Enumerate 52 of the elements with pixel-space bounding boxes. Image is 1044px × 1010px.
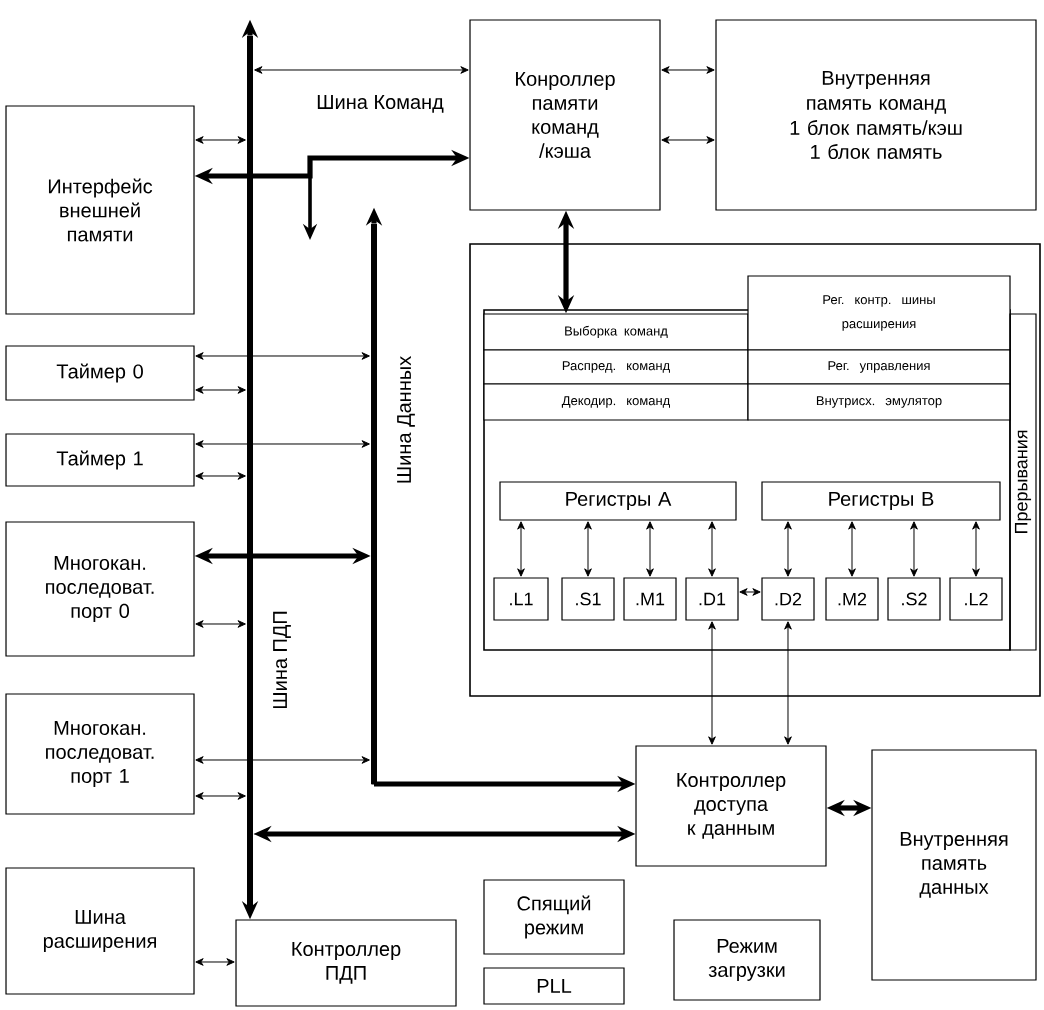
unit-box: .S2 — [887, 577, 941, 621]
arrow — [254, 66, 469, 74]
arrow — [517, 521, 525, 577]
block-box: Таймер 0 — [5, 345, 195, 401]
unit-box: .M1 — [623, 577, 677, 621]
block-box: Конроллер памяти команд /кэша — [469, 19, 661, 211]
arrow — [739, 588, 761, 596]
arrow — [708, 621, 716, 745]
arrow — [661, 136, 715, 144]
block-box: Многокан. последоват. порт 1 — [5, 693, 195, 815]
arrow — [195, 352, 370, 360]
block-box: Шина расширения — [5, 867, 195, 995]
arrow — [195, 386, 246, 394]
block-box: Контроллер доступа к данным — [635, 745, 827, 867]
block-box: Спящий режим — [483, 879, 625, 955]
block-box: Таймер 1 — [5, 433, 195, 487]
arrow — [784, 621, 792, 745]
arrow — [584, 521, 592, 577]
bus-label: Шина Данных — [397, 356, 415, 483]
unit-box: .S1 — [561, 577, 615, 621]
arrow — [195, 136, 246, 144]
unit-box: .L2 — [949, 577, 1003, 621]
unit-box: .L1 — [493, 577, 549, 621]
unit-box: .M2 — [825, 577, 879, 621]
edge-label: Шина Команд — [314, 93, 446, 115]
block-box: Регистры A — [499, 481, 737, 521]
arrow — [195, 756, 370, 764]
arrow — [195, 440, 370, 448]
processor-frame — [469, 243, 1041, 697]
arrow — [972, 521, 980, 577]
arrow — [910, 521, 918, 577]
arrow — [708, 521, 716, 577]
arrow — [195, 792, 246, 800]
arrow — [646, 521, 654, 577]
arrow — [848, 521, 856, 577]
block-box: Регистры B — [761, 481, 1001, 521]
arrow — [195, 620, 246, 628]
block-box: PLL — [483, 967, 625, 1005]
block-box: Режим загрузки — [673, 919, 821, 1001]
arrow — [661, 66, 715, 74]
arrow — [195, 958, 235, 966]
unit-box: .D1 — [685, 577, 739, 621]
block-box: Многокан. последоват. порт 0 — [5, 521, 195, 657]
interrupt-strip: Прерывания — [1009, 313, 1037, 651]
block-box: Внутренняя память команд 1 блок память/кэш 1 блок память — [715, 19, 1037, 211]
unit-box: .D2 — [761, 577, 815, 621]
arrow — [784, 521, 792, 577]
block-box: Контроллер ПДП — [235, 919, 457, 1007]
block-box: Внутренняя память данных — [871, 749, 1037, 981]
arrow — [195, 472, 246, 480]
bus-label: Шина ПДП — [273, 611, 291, 709]
block-box: Интерфейс внешней памяти — [5, 105, 195, 315]
